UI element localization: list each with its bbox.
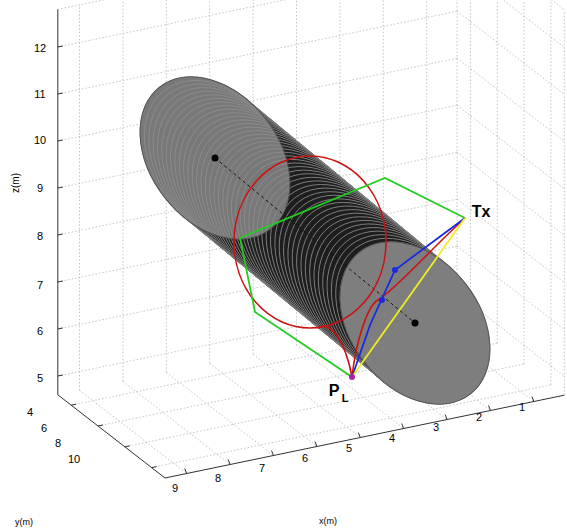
grid-line — [122, 0, 123, 381]
red-path — [318, 326, 352, 377]
tick — [58, 375, 63, 376]
blue-point — [392, 267, 398, 273]
tick — [272, 451, 274, 456]
center-dot — [412, 320, 419, 327]
grid-line — [457, 58, 564, 141]
red-path — [352, 218, 465, 377]
y-tick: 8 — [55, 438, 61, 449]
x-tick: 9 — [172, 483, 178, 494]
x-tick: 1 — [519, 402, 525, 413]
y-axis — [58, 395, 165, 478]
x-tick: 3 — [433, 422, 439, 433]
tick — [532, 397, 534, 402]
x-tick: 7 — [259, 463, 265, 474]
tick — [228, 460, 230, 465]
x-tick: 8 — [215, 473, 221, 484]
blue-path — [352, 218, 465, 377]
tick — [58, 281, 63, 282]
tick — [402, 424, 404, 429]
axis-title: z(m) — [11, 173, 21, 193]
yellow-path — [352, 218, 465, 377]
tick — [58, 328, 63, 329]
tick — [58, 187, 63, 188]
x-tick: 6 — [302, 453, 308, 464]
x-tick: 5 — [346, 443, 352, 454]
z-tick: 7 — [37, 280, 43, 291]
cylinder — [109, 48, 521, 434]
grid-line — [166, 372, 273, 455]
x-tick: 4 — [389, 433, 395, 444]
x-axis — [165, 395, 564, 478]
grid-line — [80, 390, 187, 473]
grid-line — [470, 0, 471, 322]
tick — [489, 406, 491, 411]
grid-line — [58, 0, 457, 47]
green-path — [240, 178, 465, 238]
tick — [315, 442, 317, 447]
grid-line — [58, 11, 457, 94]
grid-line — [564, 10, 565, 395]
grid-line — [79, 5, 80, 390]
tick — [58, 140, 63, 141]
y-tick: 6 — [41, 423, 47, 434]
point-label: P — [329, 383, 340, 399]
z-tick: 5 — [37, 373, 43, 384]
green-path — [240, 238, 352, 377]
y-tick: 10 — [68, 454, 80, 465]
tick — [358, 433, 360, 438]
blue-point — [379, 297, 385, 303]
z-tick: 11 — [34, 89, 45, 100]
z-tick: 12 — [34, 43, 46, 54]
x-tick: 2 — [476, 412, 482, 423]
z-tick: 8 — [37, 231, 43, 242]
tick — [71, 404, 76, 405]
y-tick: 4 — [27, 407, 33, 418]
center-dot — [212, 155, 219, 162]
grid-line — [210, 363, 317, 446]
tick — [58, 93, 63, 94]
grid-line — [457, 11, 564, 94]
grid-line — [457, 199, 564, 282]
z-tick: 10 — [34, 135, 46, 146]
ray-paths — [234, 156, 465, 380]
grid-line — [497, 0, 498, 343]
red-circle — [234, 156, 386, 328]
grid-line — [253, 354, 360, 437]
axis-title: x(m) — [319, 517, 337, 526]
tick — [58, 234, 63, 235]
cylinder-cap — [109, 48, 321, 269]
point-subscript: L — [342, 393, 349, 404]
axis-title: y(m) — [15, 518, 33, 527]
grid-line — [457, 152, 564, 235]
grid-line — [457, 105, 564, 188]
cylinder-ring — [309, 213, 521, 434]
transmitter-label: Tx — [472, 204, 491, 220]
z-axis — [57, 9, 58, 394]
grid-line — [524, 0, 525, 364]
grid-line — [457, 0, 564, 47]
grid-line — [152, 385, 551, 468]
grid-line — [58, 0, 457, 9]
grid-line — [457, 0, 564, 10]
grid-line — [123, 381, 230, 464]
axis-grid — [58, 0, 564, 478]
z-tick: 9 — [37, 183, 43, 194]
tick — [125, 446, 130, 447]
z-tick: 6 — [37, 326, 43, 337]
cylinder-axis — [215, 158, 415, 323]
tick — [98, 425, 103, 426]
grid-line — [550, 0, 551, 385]
tick — [58, 46, 63, 47]
tick — [152, 467, 157, 468]
grid-line — [457, 0, 458, 312]
cylinder-cap — [309, 213, 521, 434]
receiver-point — [349, 374, 355, 380]
tick — [185, 469, 187, 474]
tick — [445, 415, 447, 420]
